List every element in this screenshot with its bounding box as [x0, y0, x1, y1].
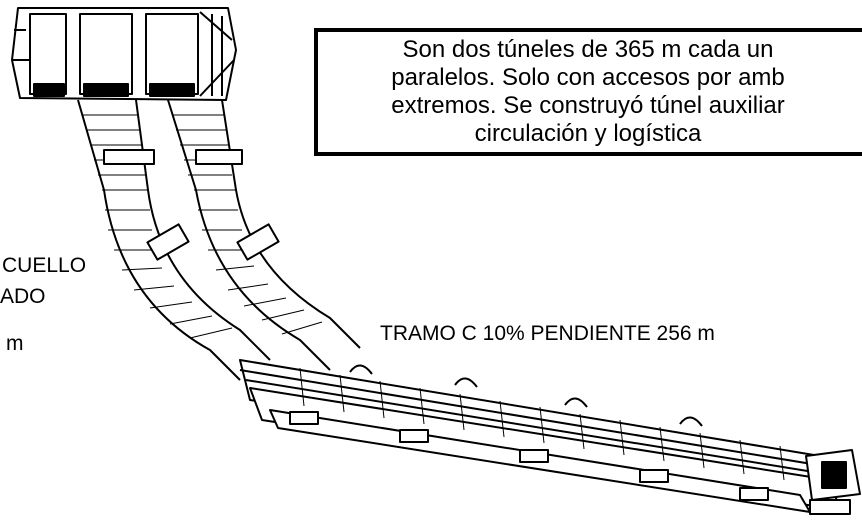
info-line-4: circulación y logística: [474, 120, 702, 147]
end-portal: [805, 449, 861, 501]
supports: [289, 411, 851, 515]
info-line-3: extremos. Se construyó túnel auxiliar: [391, 92, 785, 119]
label-m: m: [6, 332, 24, 355]
info-line-1: Son dos túneles de 365 m cada un: [402, 36, 774, 63]
right-tunnel-inner: [221, 99, 361, 349]
incline-hatching: [299, 367, 785, 481]
label-cuello: CUELLO: [2, 254, 87, 277]
label-tramo-c: TRAMO C 10% PENDIENTE 256 m: [380, 322, 715, 345]
label-ado: ADO: [0, 285, 46, 308]
info-box: Son dos túneles de 365 m cada un paralel…: [314, 28, 862, 156]
left-tunnel-outer: [77, 99, 241, 381]
shaft-hatching: [82, 114, 323, 339]
left-tunnel-inner: [135, 99, 271, 361]
portal-structure: [11, 7, 237, 101]
info-line-2: paralelos. Solo con accesos por amb: [391, 64, 785, 91]
